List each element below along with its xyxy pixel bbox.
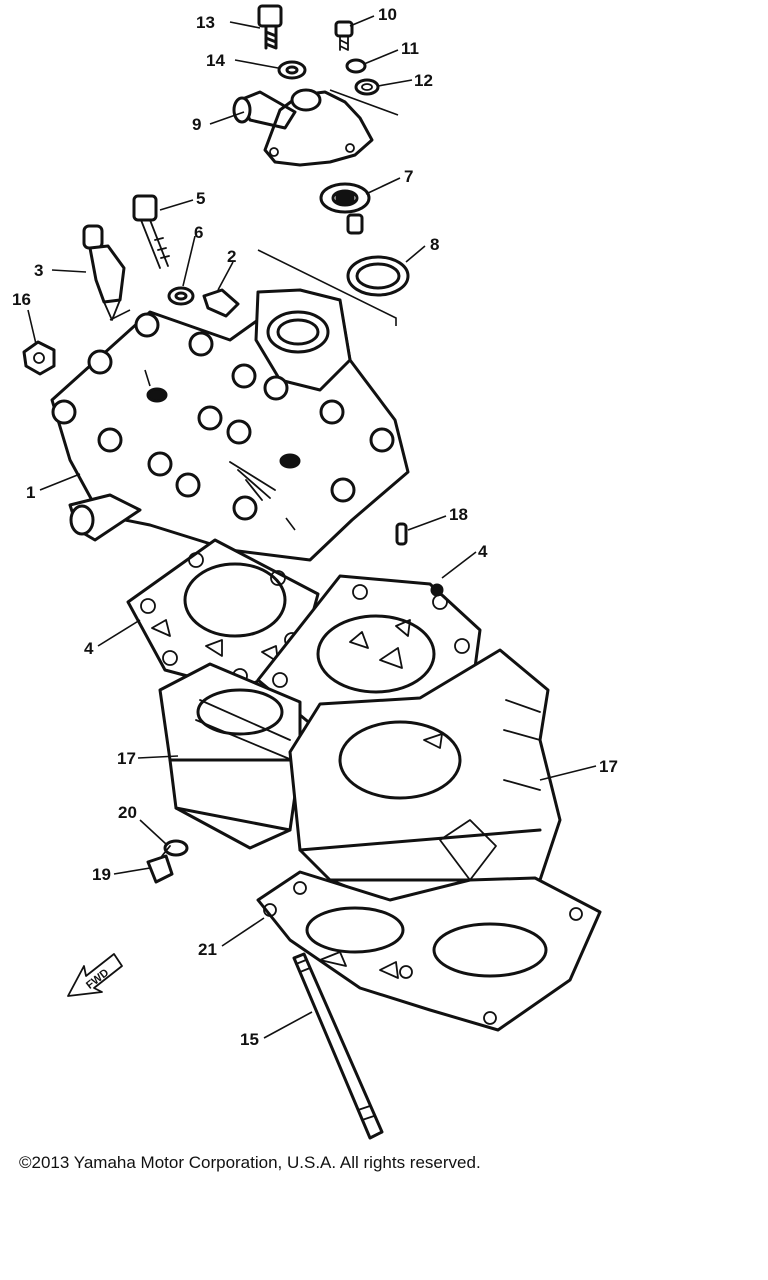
o-ring-12[interactable]	[354, 78, 380, 96]
callout-4-left: 4	[84, 639, 94, 658]
callout-9: 9	[192, 115, 201, 134]
callout-21: 21	[198, 940, 217, 959]
nut-16[interactable]	[22, 340, 56, 376]
callout-12: 12	[414, 71, 433, 90]
bolt-19[interactable]	[146, 845, 174, 884]
callout-17-right: 17	[599, 757, 618, 776]
callout-4-right: 4	[478, 542, 488, 561]
cylinder-17-left[interactable]	[158, 662, 302, 850]
callout-5: 5	[196, 189, 205, 208]
cylinder-head-1[interactable]	[50, 288, 410, 562]
washer-6[interactable]	[167, 286, 195, 306]
callout-7: 7	[404, 167, 413, 186]
callout-13: 13	[196, 13, 215, 32]
callout-17-left: 17	[117, 749, 136, 768]
callout-2: 2	[227, 247, 236, 266]
callout-20: 20	[118, 803, 137, 822]
bolt-5[interactable]	[132, 194, 170, 269]
fwd-direction-arrow: FWD	[67, 953, 123, 997]
spark-plug-3[interactable]	[82, 224, 126, 321]
thermostat-cover-9[interactable]	[232, 88, 399, 167]
callout-18: 18	[449, 505, 468, 524]
dowel-pin-18[interactable]	[395, 522, 408, 546]
leader-lines	[27, 15, 597, 1039]
cylinder-17-right[interactable]	[288, 648, 562, 918]
callout-14: 14	[206, 51, 225, 70]
exploded-parts-diagram: FWD 13 10 14 11 12 9 7 5 6 2 8 3 16 1 18…	[12, 4, 618, 1140]
washer-20[interactable]	[163, 839, 189, 857]
callout-1: 1	[26, 483, 35, 502]
temperature-sensor-2[interactable]	[202, 288, 240, 318]
stud-bolt-15[interactable]	[292, 952, 384, 1140]
washer-14[interactable]	[277, 60, 307, 80]
callout-8: 8	[430, 235, 439, 254]
base-gasket-21[interactable]	[256, 870, 602, 1032]
callout-labels: 13 10 14 11 12 9 7 5 6 2 8 3 16 1 18 4 4…	[12, 5, 618, 1049]
bolt-10[interactable]	[334, 20, 354, 51]
thermostat-7[interactable]	[319, 182, 371, 235]
callout-3: 3	[34, 261, 43, 280]
washer-11[interactable]	[345, 58, 367, 74]
seal-8[interactable]	[346, 255, 410, 297]
callout-16: 16	[12, 290, 31, 309]
callout-19: 19	[92, 865, 111, 884]
copyright-notice: ©2013 Yamaha Motor Corporation, U.S.A. A…	[19, 1153, 481, 1172]
bolt-13[interactable]	[257, 4, 283, 50]
callout-10: 10	[378, 5, 397, 24]
callout-15: 15	[240, 1030, 259, 1049]
callout-11: 11	[401, 39, 419, 58]
callout-6: 6	[194, 223, 203, 242]
